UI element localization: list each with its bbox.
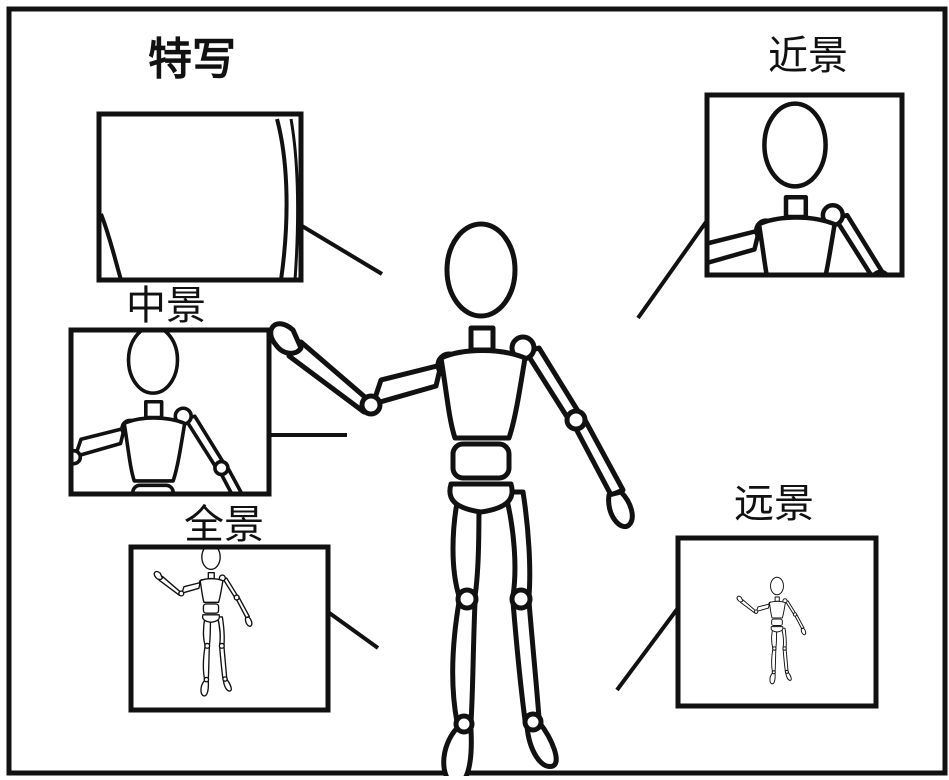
frame-near xyxy=(704,92,905,278)
frame-full xyxy=(128,544,331,713)
label-full-shot: 全景 xyxy=(184,502,264,548)
connector-full xyxy=(326,610,380,650)
frame-long xyxy=(675,535,879,709)
connector-closeup xyxy=(300,224,384,276)
frame-medium xyxy=(68,327,272,497)
connector-long xyxy=(615,606,680,692)
label-closeup: 特写 xyxy=(148,34,236,85)
label-long-shot: 远景 xyxy=(734,481,814,527)
label-near-shot: 近景 xyxy=(768,33,848,79)
label-medium-shot: 中景 xyxy=(126,283,206,329)
connector-lines xyxy=(270,220,708,692)
frame-closeup xyxy=(96,111,304,283)
connector-near xyxy=(636,220,708,320)
